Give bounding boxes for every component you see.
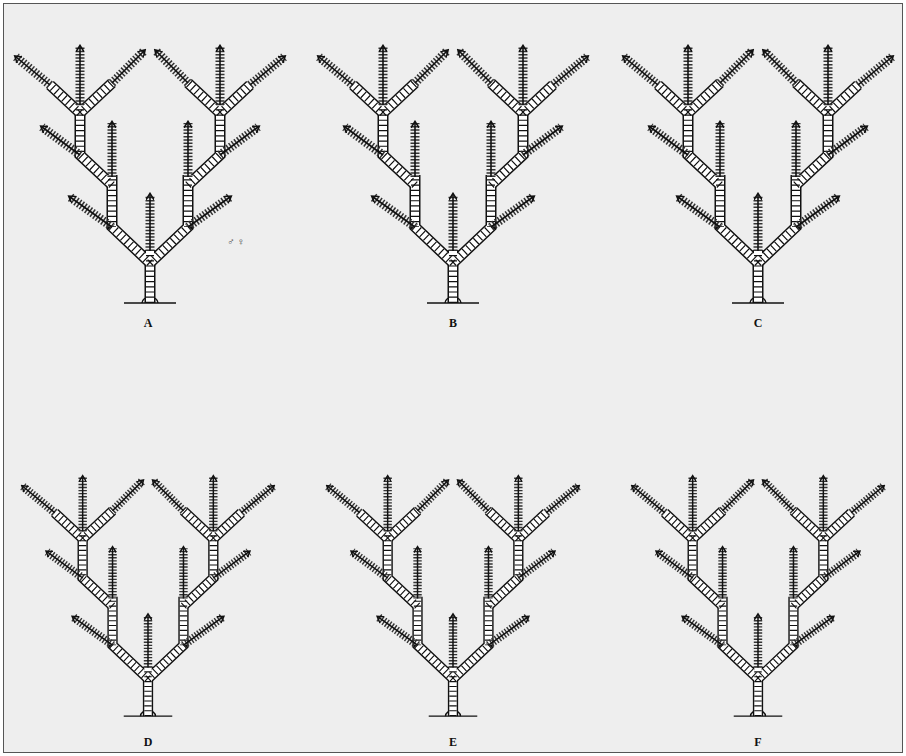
panel-letter: A xyxy=(142,316,155,330)
shoot-sex-label: ♂ ♀ xyxy=(225,236,247,248)
panel-letter: B xyxy=(447,316,459,330)
panel-letter: D xyxy=(142,735,155,749)
panel-letter: C xyxy=(752,316,765,330)
panel-letter: E xyxy=(447,735,459,749)
panel-letter: F xyxy=(752,735,763,749)
